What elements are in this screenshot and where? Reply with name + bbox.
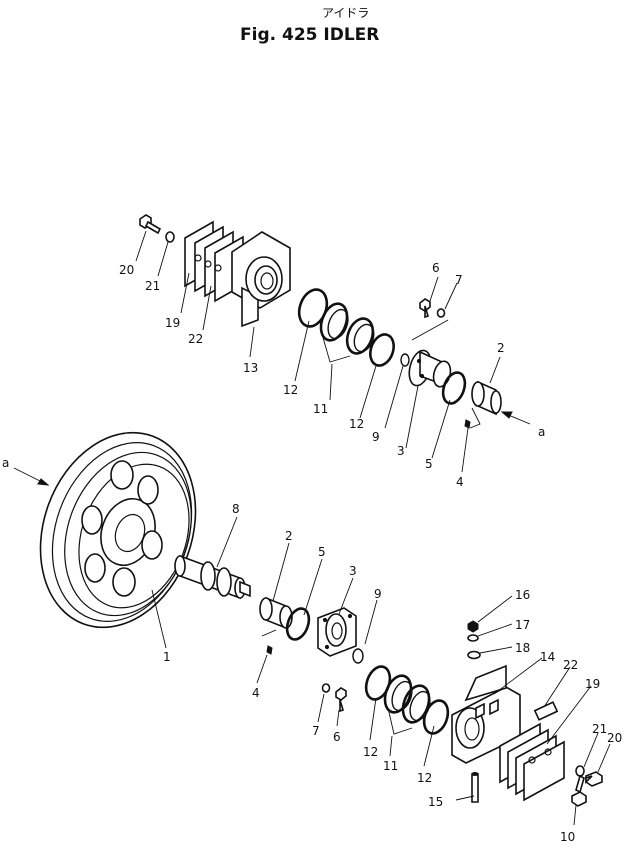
arrow-a-left xyxy=(13,467,43,483)
part-5-oring-upper xyxy=(441,371,467,405)
callout-5-lower: 5 xyxy=(318,545,326,559)
part-16-nut xyxy=(467,620,479,633)
label-a-right: a xyxy=(538,425,545,439)
arrow-a-left-head xyxy=(37,478,50,486)
part-12-oring-upper-a xyxy=(297,288,329,328)
part-17-washer xyxy=(467,634,479,642)
part-11-seal-upper xyxy=(319,302,375,355)
callouts: 20 21 19 22 13 12 11 12 9 3 5 4 6 7 2 a … xyxy=(119,261,622,844)
callout-17: 17 xyxy=(515,618,530,632)
part-4-pin-upper xyxy=(464,419,471,429)
part-11-bracket-lower xyxy=(387,707,413,735)
callout-3-lower: 3 xyxy=(349,564,357,578)
part-11-seal-lower xyxy=(383,674,431,724)
part-21-washer-upper xyxy=(165,231,175,243)
callout-4-upper: 4 xyxy=(456,475,464,489)
callout-19-lower: 19 xyxy=(585,677,600,691)
callout-3-upper: 3 xyxy=(397,444,405,458)
part-6-7-bracket-upper xyxy=(411,319,449,341)
callout-1: 1 xyxy=(163,650,171,664)
part-7-washer-lower xyxy=(321,683,331,693)
part-3-collar-upper xyxy=(408,349,452,388)
part-13-support-upper xyxy=(231,231,291,328)
callout-14: 14 xyxy=(540,650,555,664)
callout-9-lower: 9 xyxy=(374,587,382,601)
callout-7-lower: 7 xyxy=(312,724,320,738)
part-10-bolt xyxy=(571,774,587,807)
part-21-washer-lower xyxy=(575,765,585,777)
callout-19-upper: 19 xyxy=(165,316,180,330)
part-3-collar-lower xyxy=(317,607,357,657)
callout-8: 8 xyxy=(232,502,240,516)
callout-22-upper: 22 xyxy=(188,332,203,346)
callout-7-upper: 7 xyxy=(455,273,463,287)
part-1-idler-wheel xyxy=(39,431,197,629)
callout-9-upper: 9 xyxy=(372,430,380,444)
part-6-bolt-upper xyxy=(419,298,431,319)
callout-16: 16 xyxy=(515,588,530,602)
part-9-oring-lower xyxy=(352,648,364,664)
title-japanese: アイドラ xyxy=(322,6,369,20)
part-11-bracket-upper xyxy=(321,333,351,363)
callout-2-lower: 2 xyxy=(285,529,293,543)
callout-12-lower-a: 12 xyxy=(363,745,378,759)
callout-10: 10 xyxy=(560,830,575,844)
callout-5-upper: 5 xyxy=(425,457,433,471)
part-18-washer xyxy=(467,650,481,660)
part-20-bolt-lower xyxy=(585,771,603,787)
part-6-bolt-lower xyxy=(335,687,347,713)
part-8-shaft xyxy=(174,554,251,600)
part-5-oring-lower xyxy=(285,607,311,641)
callout-20-upper: 20 xyxy=(119,263,134,277)
label-a-left: a xyxy=(2,456,9,470)
callout-20-lower: 20 xyxy=(607,731,622,745)
callout-12-upper-b: 12 xyxy=(349,417,364,431)
part-2-bushing-upper xyxy=(471,380,502,416)
callout-13: 13 xyxy=(243,361,258,375)
callout-11-upper: 11 xyxy=(313,402,328,416)
callout-22-lower: 22 xyxy=(563,658,578,672)
arrow-a-right-head xyxy=(500,411,513,419)
part-2-4-bracket-lower xyxy=(261,629,277,637)
callout-6-lower: 6 xyxy=(333,730,341,744)
part-9-oring-upper xyxy=(400,353,410,367)
callout-11-lower: 11 xyxy=(383,759,398,773)
part-15-pin xyxy=(471,772,479,803)
callout-4-lower: 4 xyxy=(252,686,260,700)
callout-21-upper: 21 xyxy=(145,279,160,293)
part-19-22-plates-lower xyxy=(499,701,565,802)
part-12-oring-lower-b xyxy=(422,699,450,735)
leader-lines xyxy=(135,230,611,826)
callout-2-upper: 2 xyxy=(497,341,505,355)
callout-21-lower: 21 xyxy=(592,722,607,736)
callout-12-upper-a: 12 xyxy=(283,383,298,397)
callout-15: 15 xyxy=(428,795,443,809)
part-7-washer-upper xyxy=(436,308,446,318)
callout-18: 18 xyxy=(515,641,530,655)
part-4-pin-lower xyxy=(266,645,273,655)
callout-6-upper: 6 xyxy=(432,261,440,275)
callout-12-lower-b: 12 xyxy=(417,771,432,785)
part-20-bolt-upper xyxy=(139,214,162,235)
page-title: Fig. 425 IDLER xyxy=(240,25,379,45)
part-2-4-bracket-upper xyxy=(469,407,481,429)
part-12-oring-upper-b xyxy=(369,333,395,367)
